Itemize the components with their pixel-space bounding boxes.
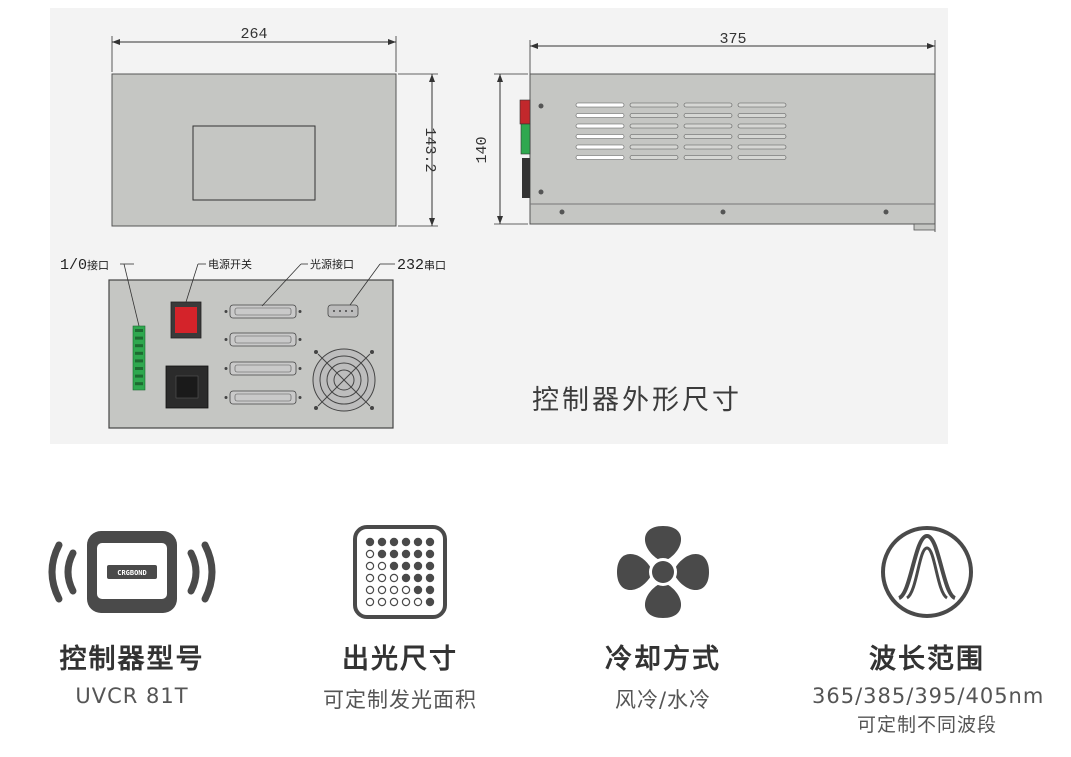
feature-sub: UVCR 81T <box>75 684 189 708</box>
light-source-connectors <box>224 304 302 405</box>
callout-light-source: 光源接口 <box>310 257 354 271</box>
wavelength-curve-icon <box>881 526 973 618</box>
callout-serial: 232串口 <box>397 257 446 274</box>
dim-length-375: 375 <box>719 31 746 48</box>
feature-title: 出光尺寸 <box>342 644 458 675</box>
rear-view: 1/0接口 电源开关 光源接口 232串口 <box>60 257 446 429</box>
serial-port <box>327 304 359 318</box>
callout-io: 1/0接口 <box>60 257 109 274</box>
feature-sub-secondary: 可定制不同波段 <box>856 714 997 736</box>
fan-icon <box>617 526 709 618</box>
technical-drawing: 264 143.2 375 <box>60 26 936 429</box>
feature-controller-model: CRGBOND 控制器型号 UVCR 81T <box>17 520 247 708</box>
dim-height-140: 140 <box>474 136 491 163</box>
brand-logo-text: CRGBOND <box>117 569 147 577</box>
dot-grid-icon <box>353 525 447 619</box>
io-terminal <box>132 325 146 391</box>
feature-wavelength: 波长范围 365/385/395/405nm 可定制不同波段 <box>812 520 1045 737</box>
feature-sub: 365/385/395/405nm <box>812 684 1045 708</box>
display-window <box>192 125 316 201</box>
feature-title: 波长范围 <box>869 644 985 675</box>
terminal-pins <box>135 329 143 386</box>
feature-cooling: 冷却方式 风冷/水冷 <box>548 520 778 714</box>
dim-width-264: 264 <box>240 26 267 43</box>
callout-power-switch: 电源开关 <box>208 257 252 271</box>
fan-guard <box>312 348 376 412</box>
feature-sub: 可定制发光面积 <box>323 688 477 712</box>
vent-slots <box>575 102 787 160</box>
feature-sub: 风冷/水冷 <box>614 688 712 712</box>
feature-title: 冷却方式 <box>605 644 721 675</box>
side-view: 375 140 <box>474 31 936 232</box>
front-view: 264 143.2 <box>111 26 438 227</box>
feature-title: 控制器型号 <box>59 644 205 675</box>
controller-screen-icon: CRGBOND <box>48 531 216 613</box>
dim-height-143-2: 143.2 <box>421 127 438 172</box>
drawing-panel: 264 143.2 375 <box>50 8 948 444</box>
feature-output-size: 出光尺寸 可定制发光面积 <box>285 520 515 714</box>
drawing-caption: 控制器外形尺寸 <box>532 385 742 416</box>
